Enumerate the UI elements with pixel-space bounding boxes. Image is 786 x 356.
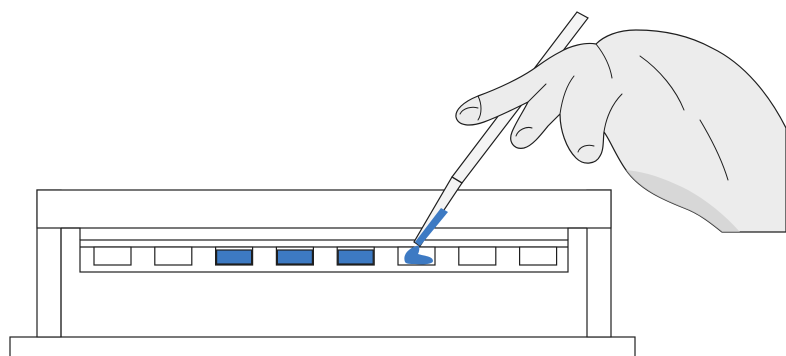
hand-details	[459, 43, 729, 181]
well-liquid-4	[276, 249, 313, 265]
well-1	[93, 246, 132, 266]
well-row	[93, 246, 558, 266]
dispensed-drop	[404, 245, 433, 265]
left-ledge	[61, 227, 81, 240]
well-8	[518, 246, 558, 266]
base-platform	[9, 336, 636, 356]
right-ledge	[567, 227, 587, 240]
well-liquid-3	[216, 249, 253, 265]
well-7	[458, 246, 497, 266]
pipette-collar	[451, 176, 463, 184]
plate-holder	[9, 189, 636, 356]
well-liquid-5	[337, 249, 374, 265]
well-2	[154, 246, 193, 266]
top-rail	[36, 189, 612, 229]
well-plate	[79, 239, 569, 273]
hand-with-pipette	[404, 11, 786, 265]
hand-shadow	[626, 170, 740, 232]
pipette-liquid	[415, 208, 448, 246]
